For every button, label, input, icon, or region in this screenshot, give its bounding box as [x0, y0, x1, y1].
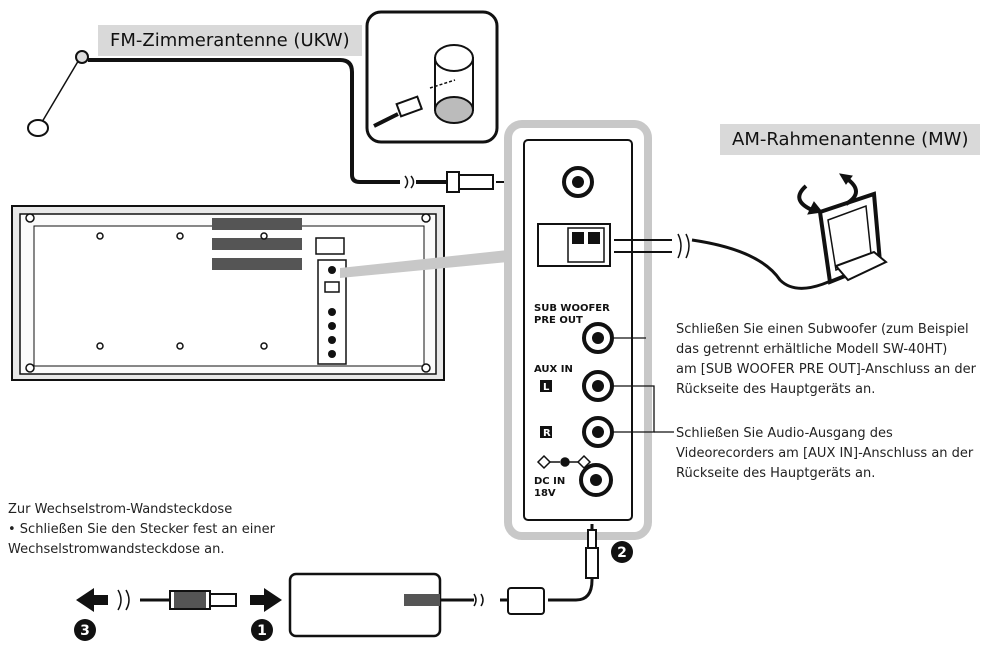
wall-outlet-note-line: Wechselstromwandsteckdose an.	[8, 542, 225, 557]
wall-outlet-note: Zur Wechselstrom-Wandsteckdose • Schließ…	[8, 500, 275, 560]
aux-left-jack	[582, 370, 614, 402]
fm-terminal	[562, 166, 594, 198]
sub-woofer-label-2: PRE OUT	[534, 315, 583, 326]
am-antenna-label: AM-Rahmenantenne (MW)	[720, 124, 981, 155]
step-3-marker	[74, 619, 96, 641]
dc-in-label-2: 18V	[534, 488, 556, 499]
am-terminal	[537, 223, 611, 267]
subwoofer-note-line: am [SUB WOOFER PRE OUT]-Anschluss an der	[676, 362, 976, 377]
terminal-panel: SUB WOOFER PRE OUT AUX IN L R DC IN 18V	[504, 120, 652, 540]
wall-outlet-note-line: Zur Wechselstrom-Wandsteckdose	[8, 502, 233, 517]
subwoofer-note-line: das getrennt erhältliche Modell SW-40HT)	[676, 342, 948, 357]
step-1-number: 1	[257, 623, 267, 639]
direction-arrows	[76, 588, 282, 612]
step-2-marker	[611, 541, 633, 563]
am-antenna	[614, 173, 888, 290]
left-badge	[540, 380, 552, 392]
subwoofer-note: Schließen Sie einen Subwoofer (zum Beisp…	[676, 320, 976, 400]
step-1-marker	[251, 619, 273, 641]
sub-woofer-jack	[582, 322, 614, 354]
subwoofer-note-line: Schließen Sie einen Subwoofer (zum Beisp…	[676, 322, 969, 337]
aux-note-line: Rückseite des Hauptgeräts an.	[676, 466, 876, 481]
fm-antenna	[27, 50, 448, 189]
screw-holes	[25, 213, 431, 373]
fm-antenna-label: FM-Zimmerantenne (UKW)	[98, 25, 362, 56]
ac-adapter-cables	[117, 524, 599, 638]
aux-note-line: Schließen Sie Audio-Ausgang des	[676, 426, 893, 441]
aux-in-label: AUX IN	[534, 364, 573, 375]
right-label: R	[543, 428, 551, 439]
sub-woofer-label-1: SUB WOOFER	[534, 303, 610, 314]
polarity-symbol	[536, 454, 592, 470]
wall-outlet-note-line: • Schließen Sie den Stecker fest an eine…	[8, 522, 275, 537]
zoom-lines	[340, 250, 508, 278]
callout-lines	[612, 337, 674, 433]
aux-right-jack	[582, 416, 614, 448]
dc-in-jack	[579, 463, 613, 497]
subwoofer-note-line: Rückseite des Hauptgeräts an.	[676, 382, 876, 397]
main-unit-rear	[11, 205, 445, 381]
aux-note: Schließen Sie Audio-Ausgang des Videorec…	[676, 424, 973, 484]
dc-in-label-1: DC IN	[534, 476, 565, 487]
step-2-number: 2	[617, 545, 627, 561]
step-3-number: 3	[80, 623, 90, 639]
right-badge	[540, 426, 552, 438]
left-label: L	[543, 382, 550, 393]
fm-connector-inset	[365, 10, 499, 144]
vent-grille	[212, 218, 302, 270]
aux-note-line: Videorecorders am [AUX IN]-Anschluss an …	[676, 446, 974, 461]
step-markers: 3 1 2	[74, 541, 633, 641]
